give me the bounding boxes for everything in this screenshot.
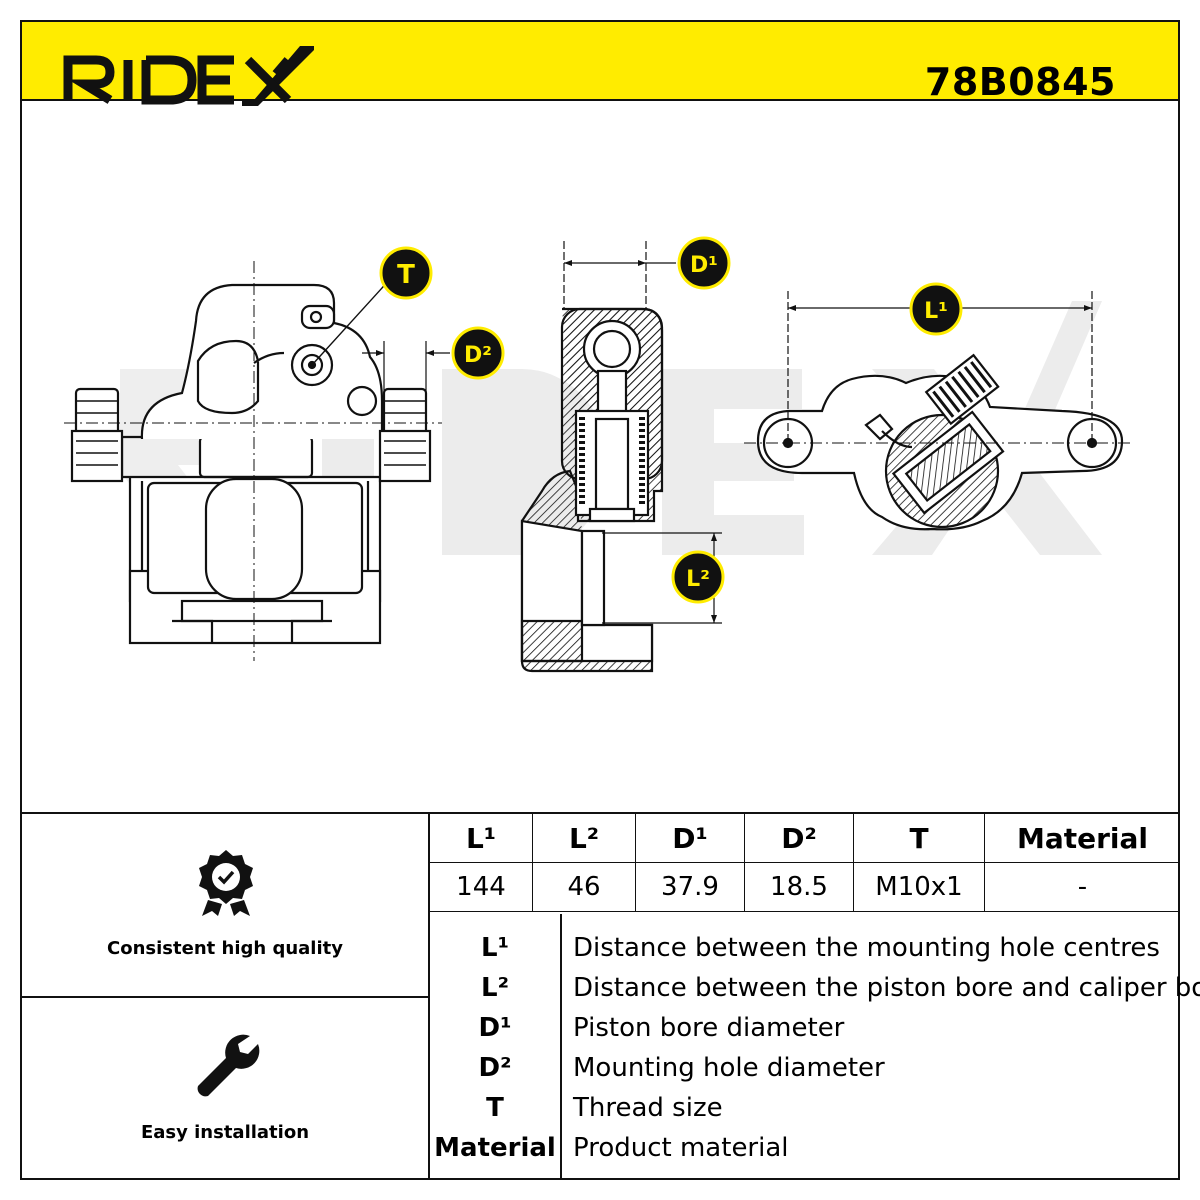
legend-key: L² — [481, 973, 509, 1003]
header-t: T — [853, 814, 985, 863]
legend-row-d1: D¹ Piston bore diameter — [430, 1008, 1180, 1048]
features-divider — [20, 996, 430, 998]
legend-key: Material — [434, 1133, 556, 1163]
caliper-side-view — [64, 261, 450, 661]
legend: L¹ Distance between the mounting hole ce… — [430, 914, 1200, 1180]
legend-desc: Distance between the piston bore and cal… — [573, 973, 1200, 1003]
part-number: 78B0845 — [924, 60, 1116, 104]
quality-badge-icon — [199, 850, 253, 916]
ridex-logo — [63, 46, 314, 106]
legend-desc: Mounting hole diameter — [573, 1053, 885, 1083]
caliper-drawing: T D² D¹ L¹ L² — [64, 236, 1132, 673]
legend-desc: Distance between the mounting hole centr… — [573, 933, 1160, 963]
legend-key: D² — [478, 1053, 512, 1083]
header-material: Material — [984, 814, 1180, 863]
legend-key: D¹ — [478, 1013, 512, 1043]
wrench-icon — [197, 1034, 260, 1097]
header-bar: 78B0845 — [20, 20, 1180, 106]
section-divider — [20, 812, 1180, 814]
caliper-section-view — [520, 241, 722, 673]
value-d2: 18.5 — [744, 862, 854, 912]
legend-row-t: T Thread size — [430, 1088, 1180, 1128]
svg-text:L²: L² — [686, 567, 710, 592]
legend-desc: Piston bore diameter — [573, 1013, 845, 1043]
svg-text:L¹: L¹ — [924, 299, 948, 324]
header-d1: D¹ — [635, 814, 745, 863]
legend-row-d2: D² Mounting hole diameter — [430, 1048, 1180, 1088]
legend-row-material: Material Product material — [430, 1128, 1180, 1168]
callout-l1: L¹ — [909, 282, 963, 336]
caliper-top-view — [744, 291, 1132, 531]
dimensions-table: L¹ L² D¹ D² T Material 144 46 37.9 18.5 … — [430, 814, 1180, 912]
svg-text:D²: D² — [464, 343, 492, 368]
legend-key: L¹ — [481, 933, 509, 963]
value-material: - — [984, 862, 1180, 912]
legend-row-l1: L¹ Distance between the mounting hole ce… — [430, 928, 1180, 968]
callout-d2: D² — [451, 326, 505, 380]
header-d2: D² — [744, 814, 854, 863]
callout-d1: D¹ — [677, 236, 731, 290]
feature-label-quality: Consistent high quality — [107, 938, 343, 959]
value-l1: 144 — [430, 862, 533, 912]
value-t: M10x1 — [853, 862, 985, 912]
callout-l2: L² — [671, 550, 725, 604]
header-l2: L² — [532, 814, 636, 863]
callout-t: T — [379, 246, 433, 300]
legend-desc: Thread size — [573, 1093, 723, 1123]
table-row: 144 46 37.9 18.5 M10x1 - — [430, 862, 1180, 912]
svg-text:D¹: D¹ — [690, 253, 718, 278]
legend-key: T — [486, 1093, 504, 1123]
header-l1: L¹ — [430, 814, 533, 863]
legend-row-l2: L² Distance between the piston bore and … — [430, 968, 1200, 1008]
legend-divider — [560, 914, 562, 1178]
feature-label-installation: Easy installation — [140, 1122, 310, 1143]
legend-desc: Product material — [573, 1133, 789, 1163]
table-header-row: L¹ L² D¹ D² T Material — [430, 814, 1180, 863]
svg-text:T: T — [397, 260, 415, 290]
value-d1: 37.9 — [635, 862, 745, 912]
value-l2: 46 — [532, 862, 636, 912]
